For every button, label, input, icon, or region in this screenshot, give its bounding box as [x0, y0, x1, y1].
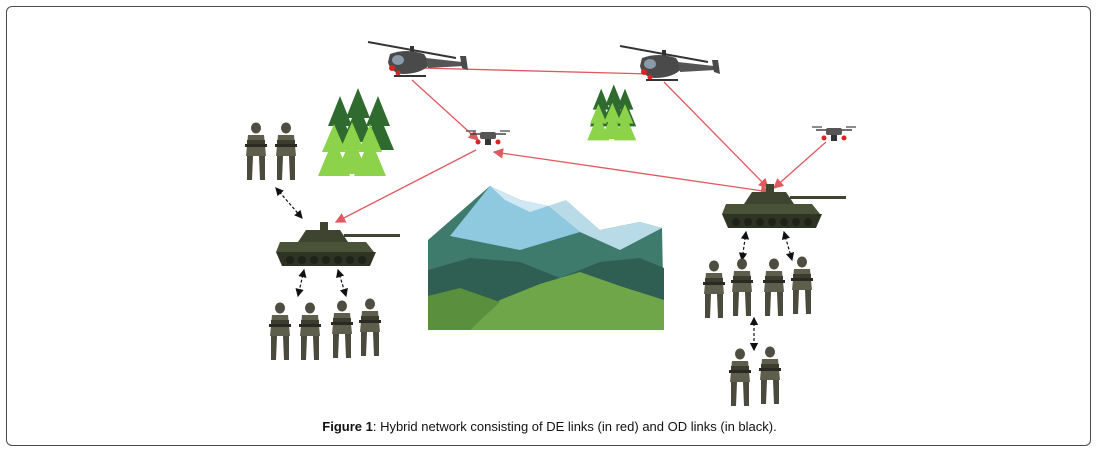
soldier-icon — [299, 303, 321, 361]
od-link-soldiers-tank-left — [276, 188, 302, 218]
soldier-icon — [763, 259, 785, 317]
od-link-tank-right-soldier-2 — [784, 232, 792, 260]
tank-icon — [276, 222, 400, 266]
soldier-icon — [269, 303, 291, 361]
de-link-drone-tank-right-2 — [774, 142, 826, 188]
figure-caption: Figure 1: Hybrid network consisting of D… — [0, 419, 1099, 434]
soldier-icon — [731, 259, 753, 317]
od-link-tank-left-soldier-1 — [298, 270, 304, 296]
soldier-group — [729, 347, 781, 407]
figure-caption-text: : Hybrid network consisting of DE links … — [373, 419, 777, 434]
od-link-tank-left-soldier-2 — [338, 270, 346, 296]
forest-icon — [587, 84, 636, 140]
drone-icon — [466, 131, 510, 145]
soldier-icon — [359, 299, 381, 357]
mountain-icon — [428, 186, 664, 330]
tank-icon — [722, 184, 846, 228]
soldier-icon — [729, 349, 751, 407]
soldier-icon — [703, 261, 725, 319]
soldier-group — [245, 123, 297, 181]
soldier-icon — [275, 123, 297, 181]
soldier-group — [703, 257, 813, 319]
soldier-icon — [791, 257, 813, 315]
de-link-drone-tank-right — [494, 152, 770, 192]
soldier-icon — [759, 347, 781, 405]
figure-caption-label: Figure 1 — [322, 419, 373, 434]
forest-icon — [318, 88, 394, 176]
helicopter-icon — [368, 42, 468, 76]
helicopter-icon — [620, 46, 720, 80]
od-link-tank-right-soldier-1 — [742, 232, 746, 260]
soldier-icon — [331, 301, 353, 359]
soldier-icon — [245, 123, 267, 181]
soldier-group — [269, 299, 381, 361]
de-link-heli-heli — [420, 68, 650, 74]
de-link-heli-tank-right — [664, 82, 768, 188]
drone-icon — [812, 127, 856, 141]
